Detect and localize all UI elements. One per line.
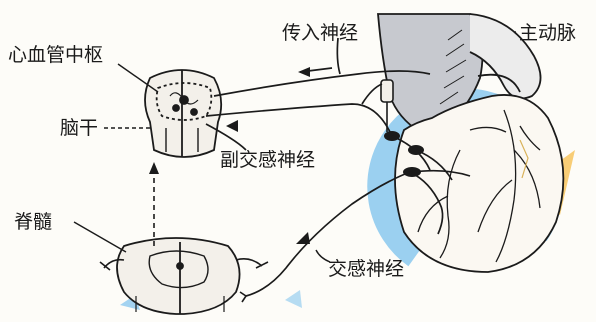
cardiovascular-center-label: 心血管中枢: [8, 44, 103, 66]
parasympathetic-nerve: [206, 84, 390, 150]
parasympathetic-nerve-label: 副交感神经: [220, 149, 315, 171]
brainstem-label: 脑干: [60, 117, 98, 139]
spinal-cord-label: 脊髓: [14, 211, 52, 233]
afferent-nerve-label: 传入神经: [282, 22, 358, 44]
aorta-label: 主动脉: [519, 22, 576, 44]
brainstem-section: [145, 70, 221, 157]
spinal-brainstem-tract: [149, 162, 159, 246]
sympathetic-nerve-label: 交感神经: [328, 258, 404, 280]
